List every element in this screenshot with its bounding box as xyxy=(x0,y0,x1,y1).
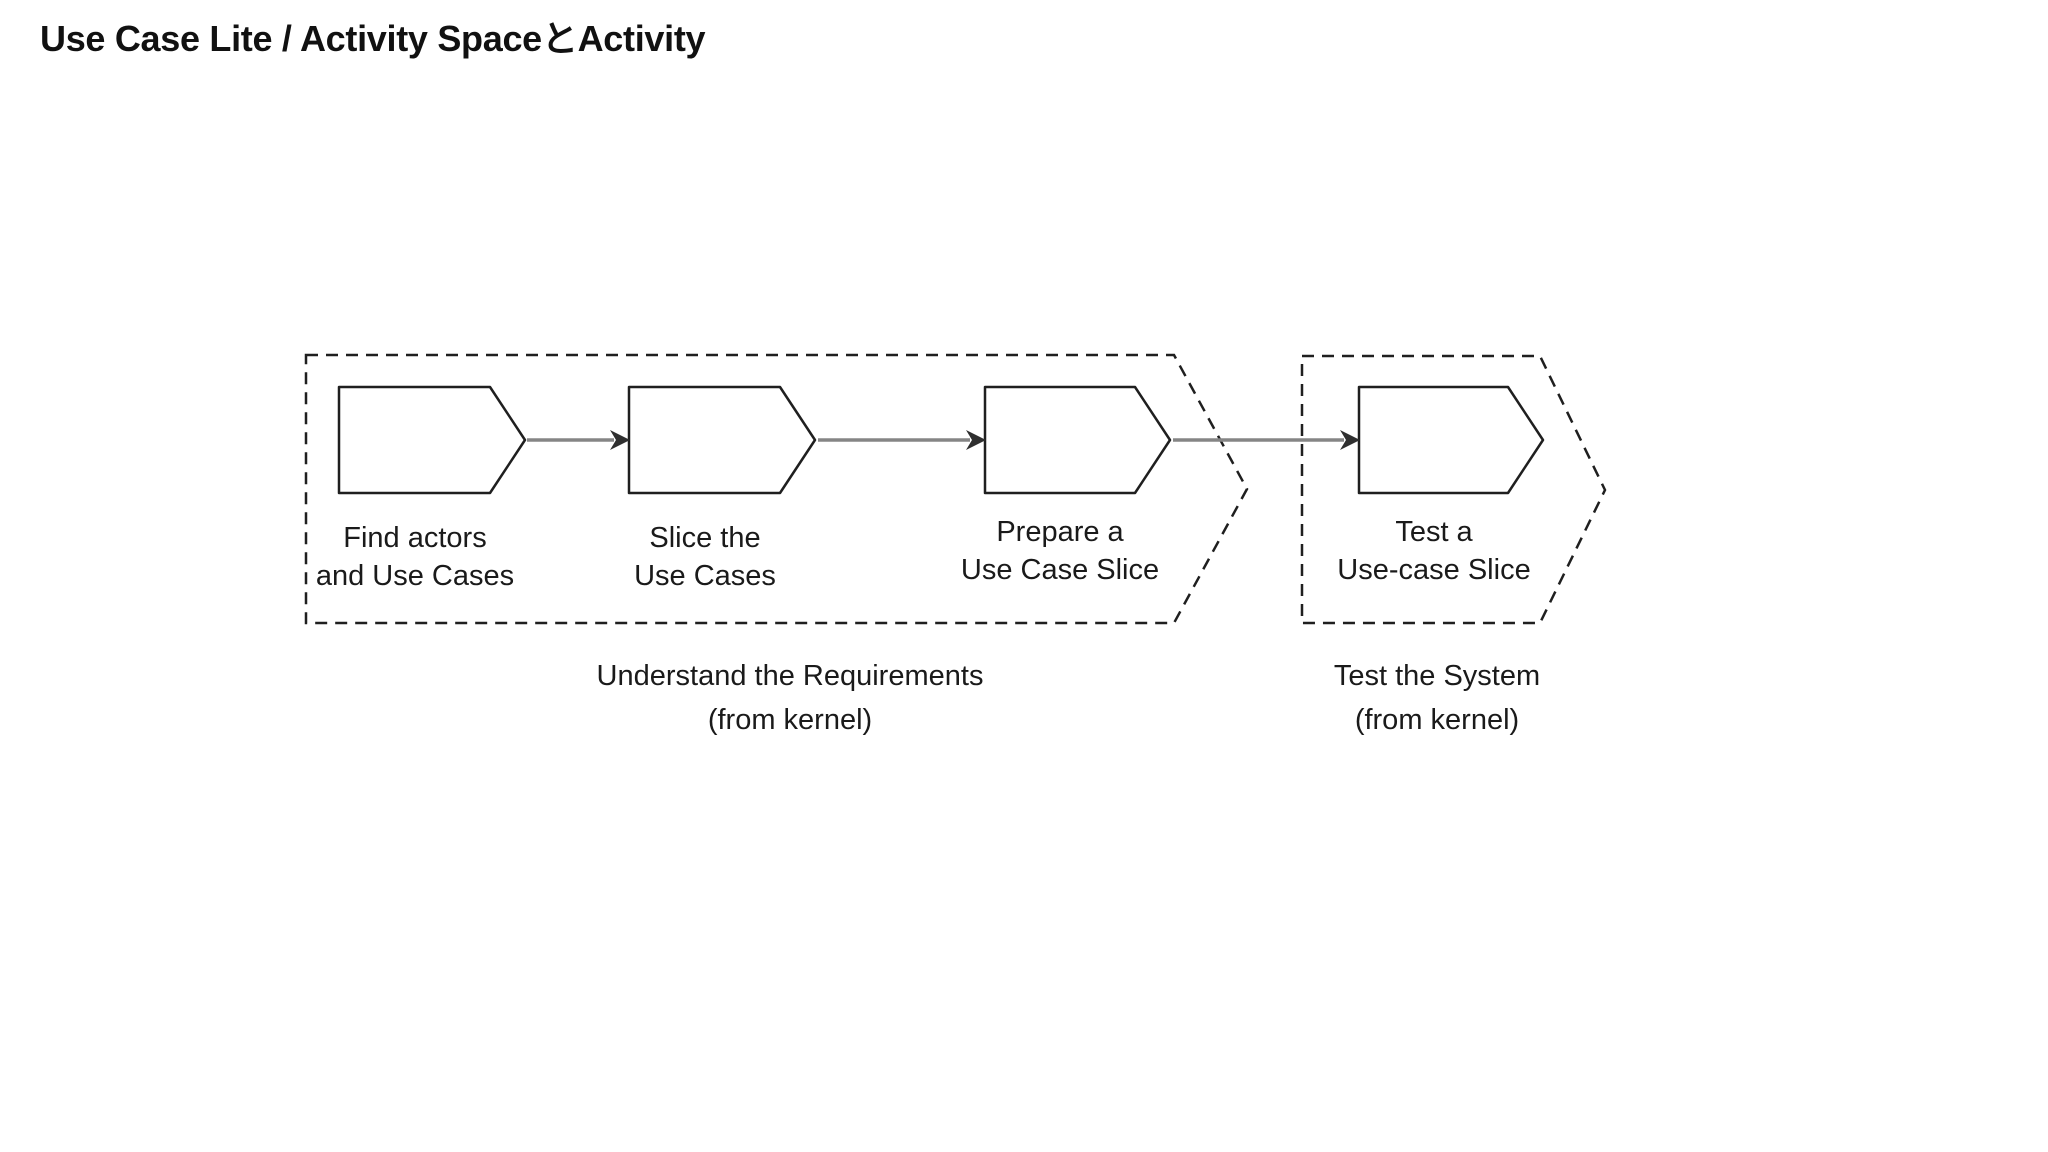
activity-label-slice-use-cases: Slice the Use Cases xyxy=(634,522,776,592)
arrow-prepare-to-test xyxy=(1173,430,1360,450)
arrow-head-icon xyxy=(610,430,630,450)
activity-shape-prepare-slice xyxy=(983,385,1172,495)
activity-shape-test-slice xyxy=(1357,385,1545,495)
activity-label-test-slice: Test a Use-case Slice xyxy=(1337,516,1531,586)
activity-space-name: Test the System xyxy=(1333,660,1541,692)
activity-space-understand-outline xyxy=(304,353,1249,625)
activity-space-name: Understand the Requirements xyxy=(596,660,984,692)
page-title: Use Case Lite / Activity SpaceとActivity xyxy=(40,18,706,59)
arrow-head-icon xyxy=(966,430,986,450)
arrow-find-to-slice xyxy=(527,430,630,450)
activity-shape-find-actors xyxy=(337,385,527,495)
activity-space-caption-understand: Understand the Requirements (from kernel… xyxy=(597,658,984,738)
activity-label-prepare-slice: Prepare a Use Case Slice xyxy=(960,516,1160,586)
arrow-head-icon xyxy=(1340,430,1360,450)
activity-space-caption-test: Test the System (from kernel) xyxy=(1334,658,1540,738)
activity-space-test-outline xyxy=(1300,354,1607,625)
activity-space-origin: (from kernel) xyxy=(707,704,873,736)
activity-shape-slice-use-cases xyxy=(627,385,817,495)
activity-space-origin: (from kernel) xyxy=(1354,704,1520,736)
arrow-slice-to-prepare xyxy=(818,430,986,450)
activity-label-find-actors: Find actors and Use Cases xyxy=(315,522,515,592)
